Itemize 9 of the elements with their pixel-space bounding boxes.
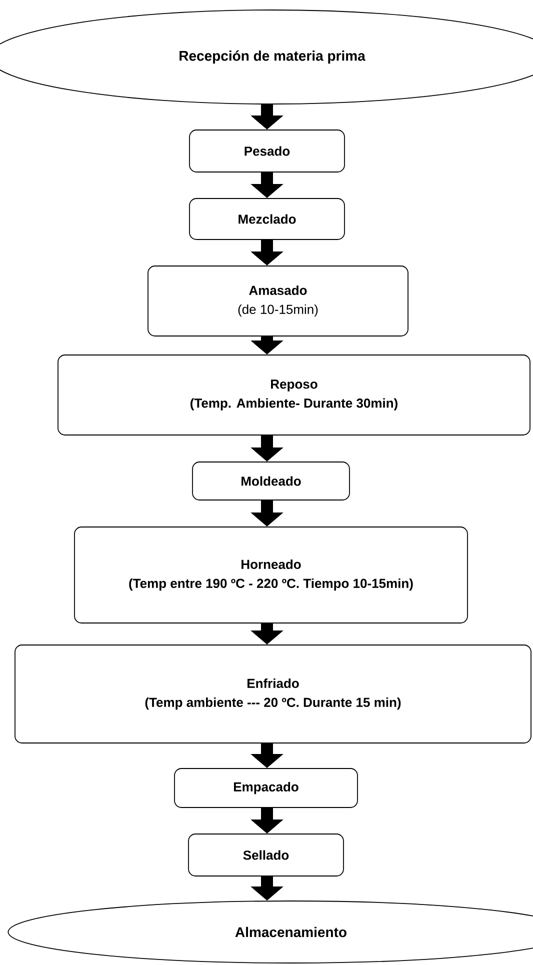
process-box: Horneado (Temp entre 190 ºC - 220 ºC. Tiempo 10-15min): [74, 526, 468, 624]
process-box: Sellado: [188, 834, 344, 876]
process-box: Mezclado: [189, 198, 345, 240]
process-box: Moldeado: [192, 462, 350, 500]
process-box: Empacado: [174, 768, 358, 808]
process-box: Pesado: [189, 130, 345, 172]
process-box: Reposo (Temp. Ambiente- Durante 30min): [58, 354, 530, 436]
process-box: Enfriado (Temp ambiente --- 20 ºC. Durante 15 min): [14, 644, 532, 744]
process-box: Amasado (de 10-15min): [148, 266, 408, 336]
